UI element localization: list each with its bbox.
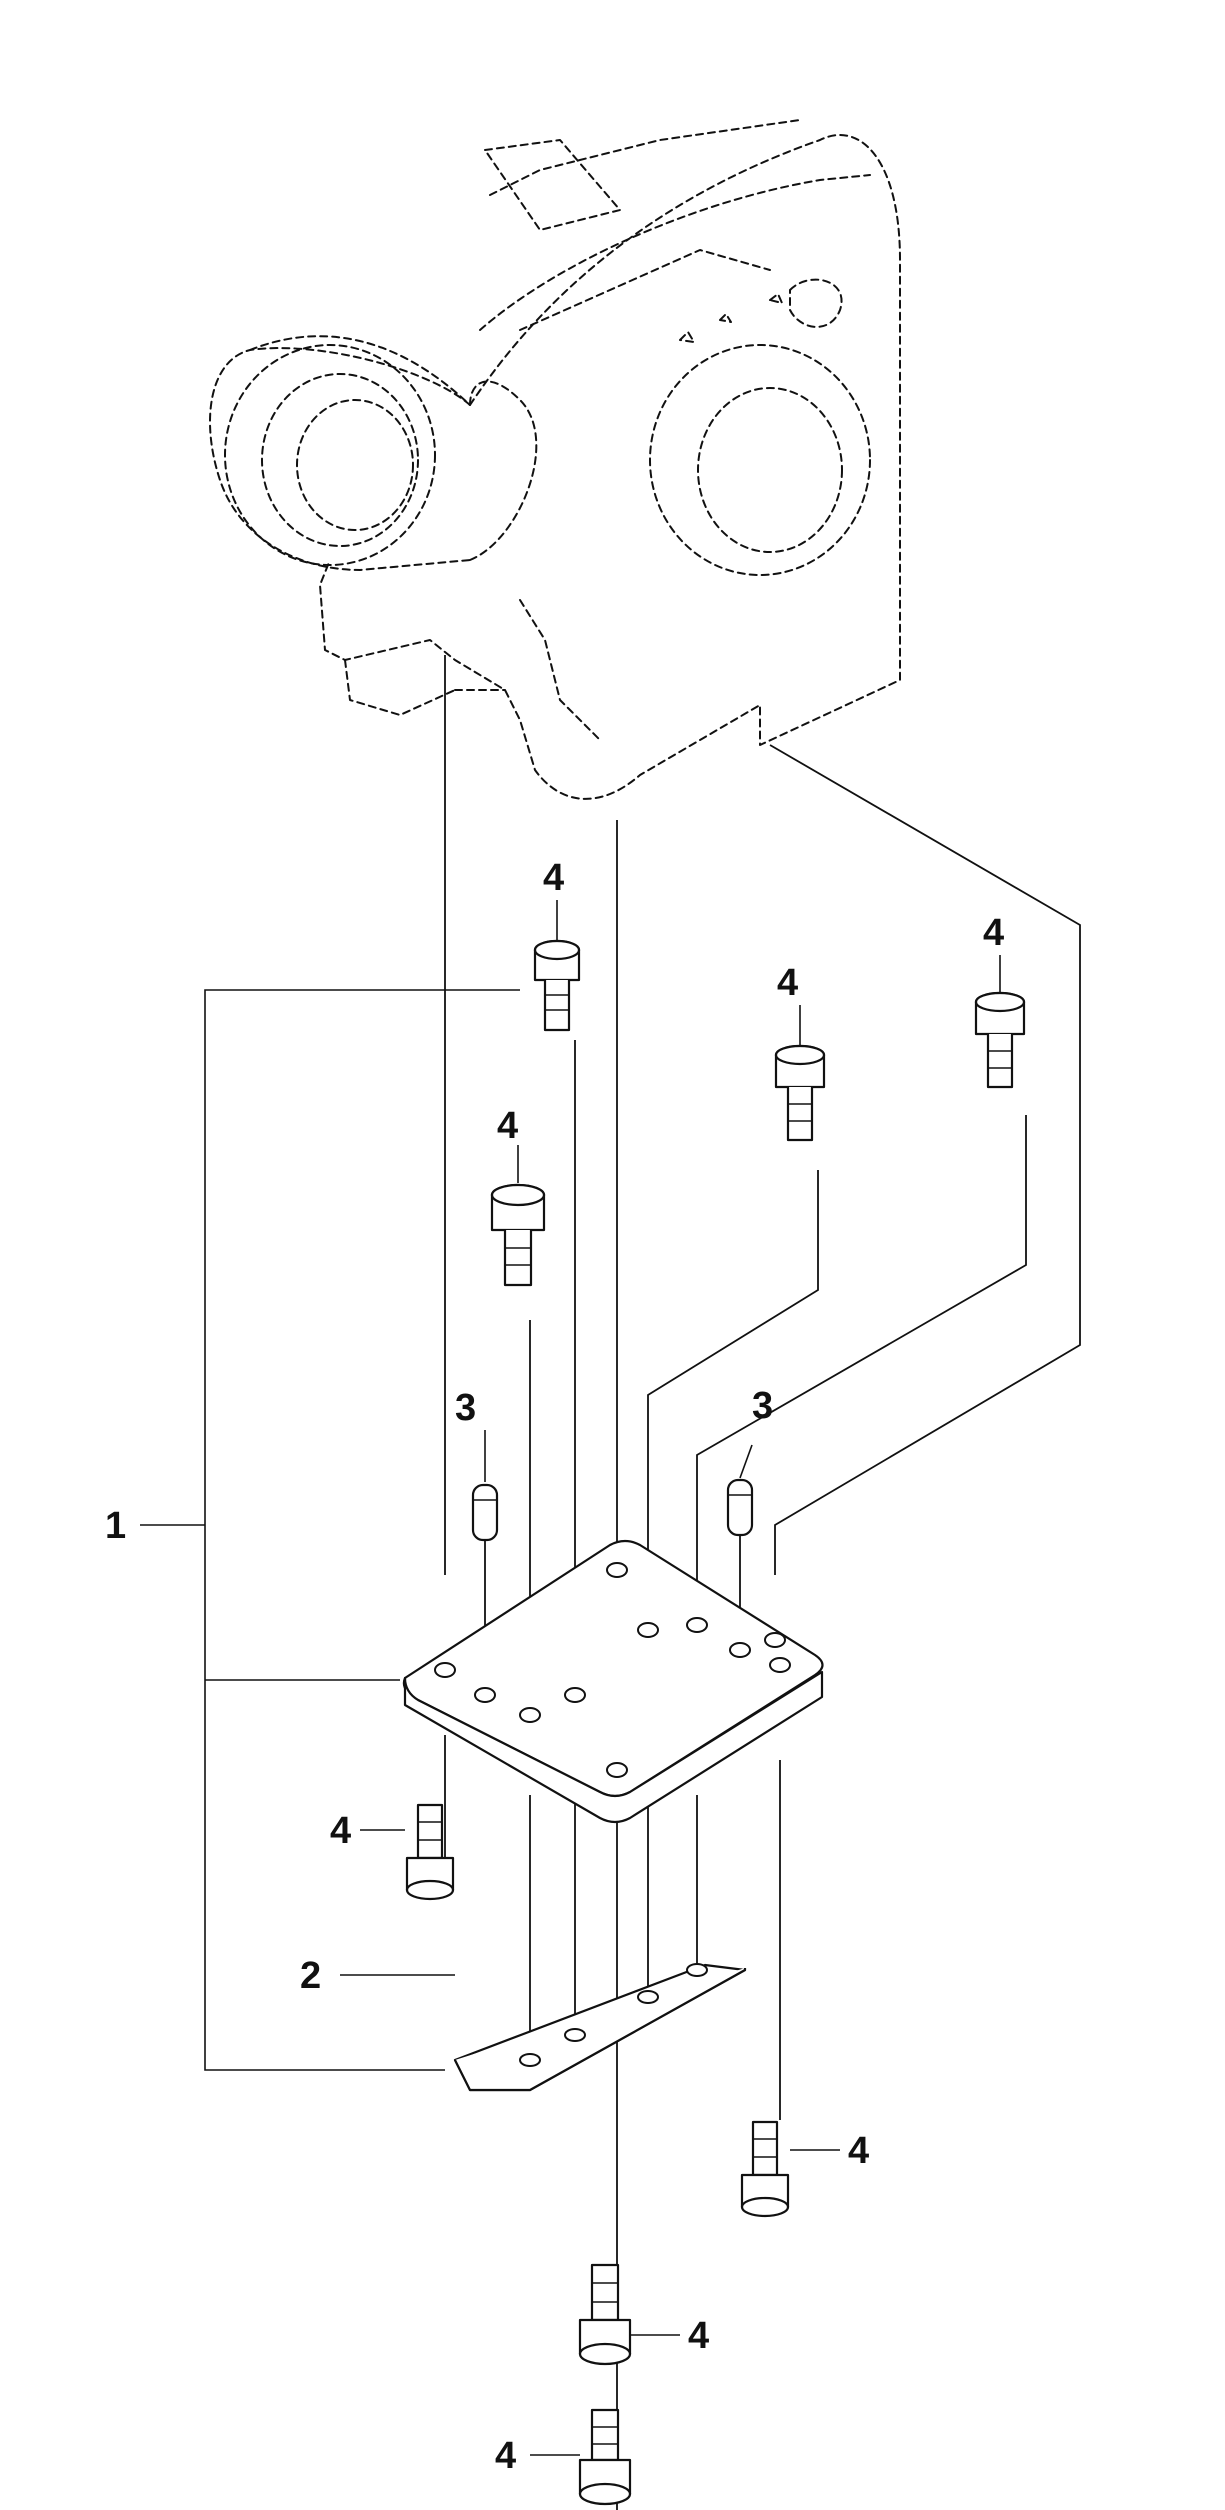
plate-holes [434, 1562, 791, 1778]
screw-6 [740, 2120, 790, 2218]
callout-4-mid-right: 4 [777, 962, 798, 1004]
callout-4-bottom-center: 4 [688, 2315, 709, 2357]
callout-1: 1 [105, 1505, 126, 1547]
screw-4 [974, 991, 1026, 1089]
callout-4-right-lower: 4 [848, 2130, 869, 2172]
screw-2 [490, 1183, 546, 1287]
callout-2: 2 [300, 1955, 321, 1997]
callout-3-right: 3 [752, 1385, 773, 1427]
callout-4-far-right: 4 [983, 912, 1004, 954]
callout-labels: 1 2 3 3 4 4 4 4 4 4 4 4 [105, 857, 1004, 2477]
screw-3 [774, 1044, 826, 1142]
dowel-pin-left [471, 1483, 499, 1542]
callout-leaders [340, 900, 1001, 2456]
callout-4-bottom-left: 4 [495, 2435, 516, 2477]
screw-5 [405, 1803, 455, 1901]
adapter-plate [402, 1539, 824, 1824]
callout-4-left-lower: 4 [330, 1810, 351, 1852]
leader-lines [140, 655, 1081, 2510]
housing-outline [209, 119, 901, 800]
screw-1 [533, 939, 581, 1032]
callout-3-left: 3 [455, 1387, 476, 1429]
screw-7 [578, 2263, 632, 2366]
wedge-strip [453, 1963, 747, 2092]
callout-4-left-upper: 4 [497, 1105, 518, 1147]
callout-4-top-center: 4 [543, 857, 564, 899]
screw-8 [578, 2408, 632, 2506]
dowel-pin-right [726, 1478, 754, 1537]
